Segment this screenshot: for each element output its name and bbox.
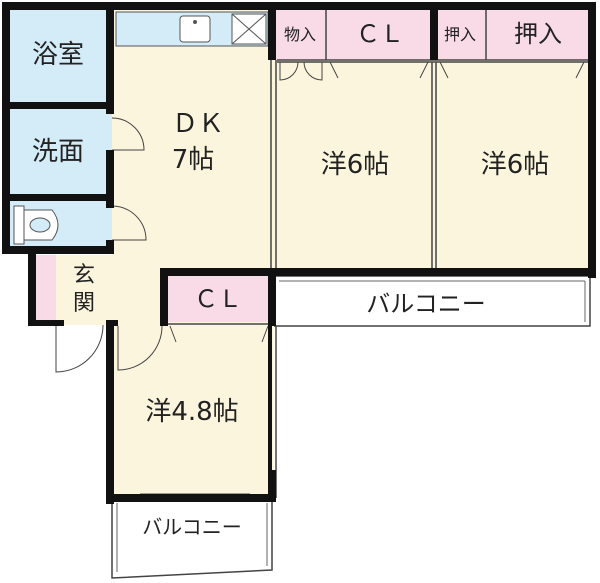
washroom-door-swing (111, 117, 145, 151)
entrance-floor (56, 255, 112, 325)
room-label-entrance-1: 玄 (73, 263, 95, 288)
bath-floor (10, 10, 112, 104)
door-swings (55, 61, 585, 373)
entrance-shoebox (36, 255, 56, 321)
washroom-floor (10, 108, 112, 196)
closet-storage-floor (274, 10, 326, 60)
room-label-dk-size: 7帖 (172, 145, 215, 175)
walls (2, 2, 596, 504)
toilet-door-swing (111, 205, 147, 241)
room-label-western-6a: 洋6帖 (321, 150, 390, 180)
balcony-label-right: バルコニー (366, 290, 486, 318)
room48-door-swing (117, 325, 163, 371)
western-6a-floor (274, 60, 434, 272)
closet-label-cl-top: ＣＬ (356, 20, 404, 48)
room-label-dk-name: ＤＫ (172, 109, 224, 139)
western-48-floor (112, 322, 274, 498)
floor-areas (10, 10, 590, 498)
storage-door-swing (279, 61, 299, 81)
entrance-door-swing (55, 324, 104, 373)
kitchen-counter (115, 11, 269, 47)
room-label-western-6b: 洋6帖 (481, 150, 550, 180)
closet-label-cl-lower: ＣＬ (194, 285, 242, 313)
room-label-washroom: 洗面 (32, 137, 84, 167)
closet-oshiire-small-floor (434, 10, 486, 60)
labels: 浴室 洗面 ＤＫ 7帖 玄 関 洋6帖 洋6帖 洋4.8帖 物入 ＣＬ 押入 押… (32, 20, 562, 539)
balcony-label-bottom: バルコニー (142, 515, 242, 539)
room-label-bath: 浴室 (32, 40, 84, 70)
closet-label-oshiire-large: 押入 (514, 20, 562, 48)
western-6b-floor (434, 60, 590, 272)
closet-oshiire-large-floor (486, 10, 590, 60)
balcony-bottom (111, 498, 273, 579)
closet-label-oshiire-small: 押入 (444, 25, 476, 44)
sink-icon (179, 15, 211, 43)
closet-cl-top-floor (326, 10, 434, 60)
toilet-icon (13, 205, 59, 245)
room-label-western-48: 洋4.8帖 (145, 397, 238, 427)
balconies (111, 275, 591, 579)
closet-cl-lower-floor (166, 276, 274, 322)
room-label-entrance-2: 関 (73, 291, 95, 316)
closet-label-storage: 物入 (284, 25, 316, 44)
